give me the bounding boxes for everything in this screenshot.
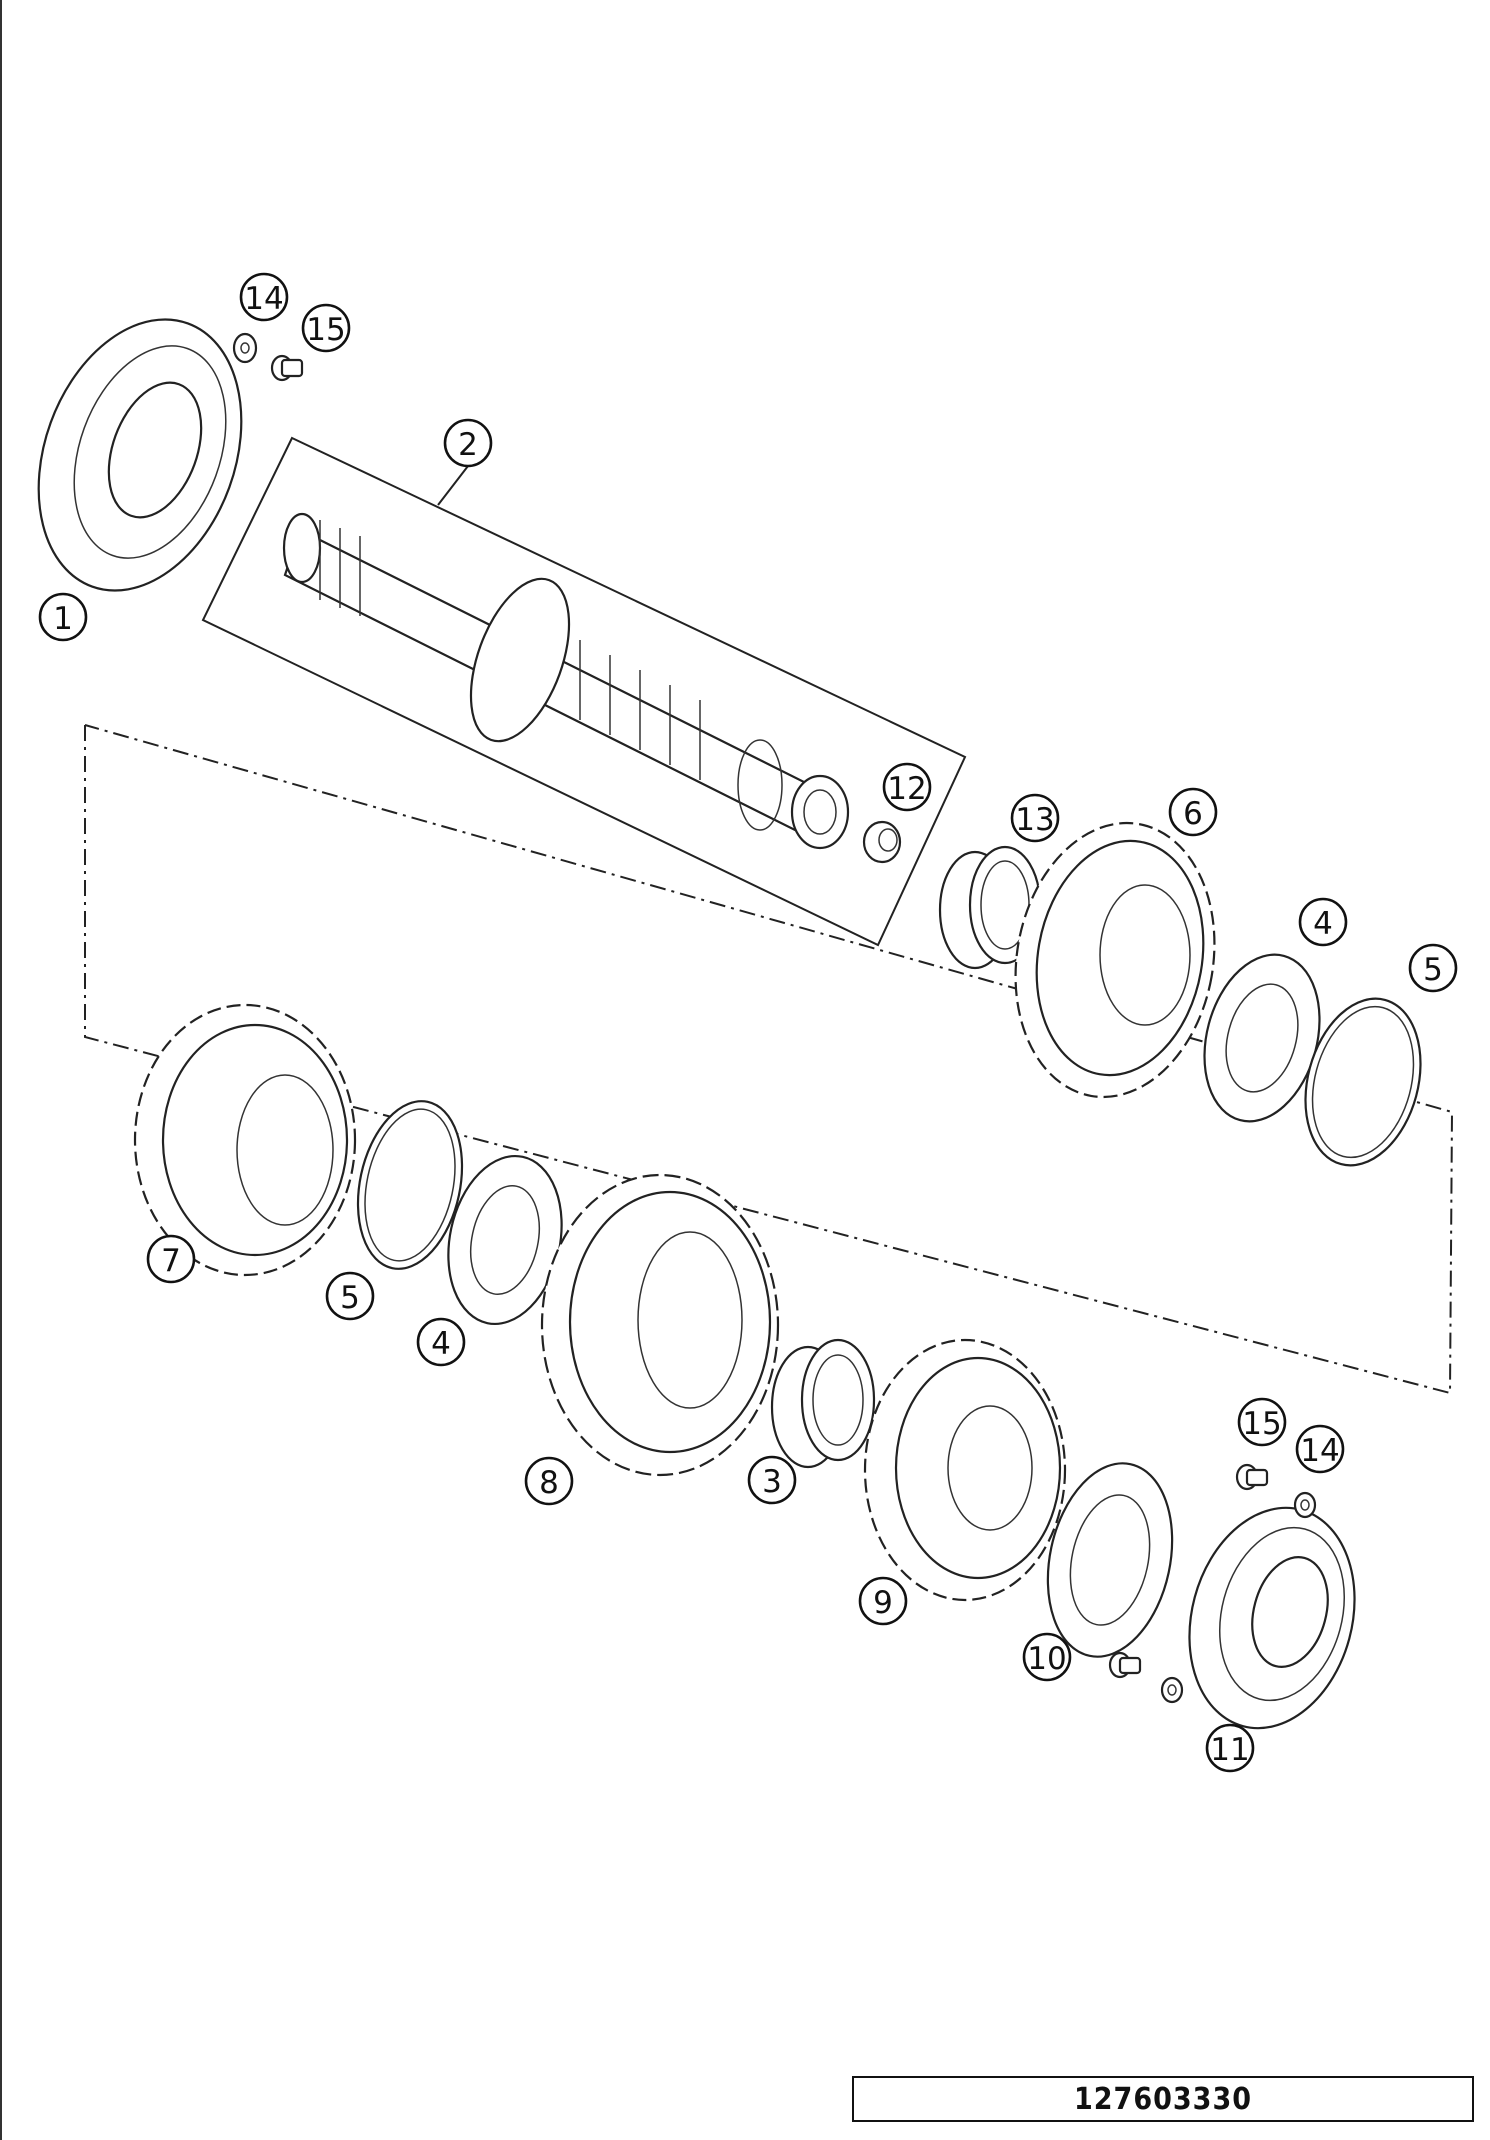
svg-text:15: 15	[1242, 1406, 1281, 1442]
callout-3: 3	[747, 1455, 797, 1505]
svg-text:1: 1	[53, 601, 73, 637]
callout-1: 1	[38, 592, 88, 642]
svg-text:7: 7	[161, 1243, 181, 1279]
washer-14-bottom-upper	[1293, 1491, 1317, 1519]
callout-6: 6	[1168, 787, 1218, 837]
gear-9	[863, 1338, 1067, 1602]
svg-text:10: 10	[1027, 1641, 1066, 1677]
reference-number: 127603330	[1073, 2081, 1252, 2117]
callout-8: 8	[524, 1456, 574, 1506]
svg-text:13: 13	[1015, 802, 1054, 838]
bushing-3	[770, 1338, 876, 1469]
callout-9: 9	[858, 1576, 908, 1626]
bearing-1	[37, 318, 243, 592]
gear-7	[133, 1003, 357, 1277]
page-edge-line	[0, 0, 2, 2140]
needle-sleeve-12	[862, 820, 902, 864]
callout-11: 11	[1205, 1723, 1255, 1773]
svg-text:4: 4	[431, 1326, 451, 1362]
callout-2: 2	[443, 418, 493, 468]
gear-6	[1014, 821, 1216, 1099]
svg-text:8: 8	[539, 1465, 559, 1501]
callout-13: 13	[1010, 793, 1060, 843]
callout-5-lower: 5	[325, 1271, 375, 1321]
bearing-11	[1188, 1506, 1356, 1730]
callout-14-bottom: 14	[1295, 1424, 1345, 1474]
circlip-5-lower	[356, 1100, 464, 1270]
svg-text:4: 4	[1313, 906, 1333, 942]
assembly-dashdot-outline	[84, 724, 1454, 1395]
shaft-group-outline	[201, 436, 967, 947]
washer-10	[1046, 1462, 1174, 1658]
svg-text:2: 2	[458, 427, 478, 463]
shaft-group-leader	[437, 465, 469, 506]
washer-bottom-lower	[1160, 1676, 1184, 1704]
svg-text:11: 11	[1210, 1732, 1249, 1768]
callout-7: 7	[146, 1234, 196, 1284]
circlip-5-upper	[1304, 997, 1422, 1167]
svg-text:5: 5	[1423, 952, 1443, 988]
svg-text:6: 6	[1183, 796, 1203, 832]
svg-text:3: 3	[762, 1464, 782, 1500]
callout-10: 10	[1022, 1632, 1072, 1682]
callout-12: 12	[882, 762, 932, 812]
reference-number-box: 127603330	[852, 2076, 1474, 2122]
callout-4-upper: 4	[1298, 897, 1348, 947]
callout-15-bottom: 15	[1237, 1397, 1287, 1447]
main-shaft-2	[282, 512, 850, 850]
svg-text:14: 14	[244, 281, 283, 317]
callout-5-upper: 5	[1408, 943, 1458, 993]
callout-15-top: 15	[301, 303, 351, 353]
svg-text:12: 12	[887, 771, 926, 807]
screw-15-top	[270, 354, 304, 382]
callout-14-top: 14	[239, 272, 289, 322]
gear-8	[540, 1173, 780, 1477]
svg-text:5: 5	[340, 1280, 360, 1316]
callout-4-lower: 4	[416, 1317, 466, 1367]
svg-text:9: 9	[873, 1585, 893, 1621]
svg-text:15: 15	[306, 312, 345, 348]
washer-14-top	[232, 332, 258, 364]
screw-15-bottom-upper	[1235, 1463, 1269, 1491]
screw-10-bottom	[1108, 1651, 1142, 1679]
svg-text:14: 14	[1300, 1433, 1339, 1469]
